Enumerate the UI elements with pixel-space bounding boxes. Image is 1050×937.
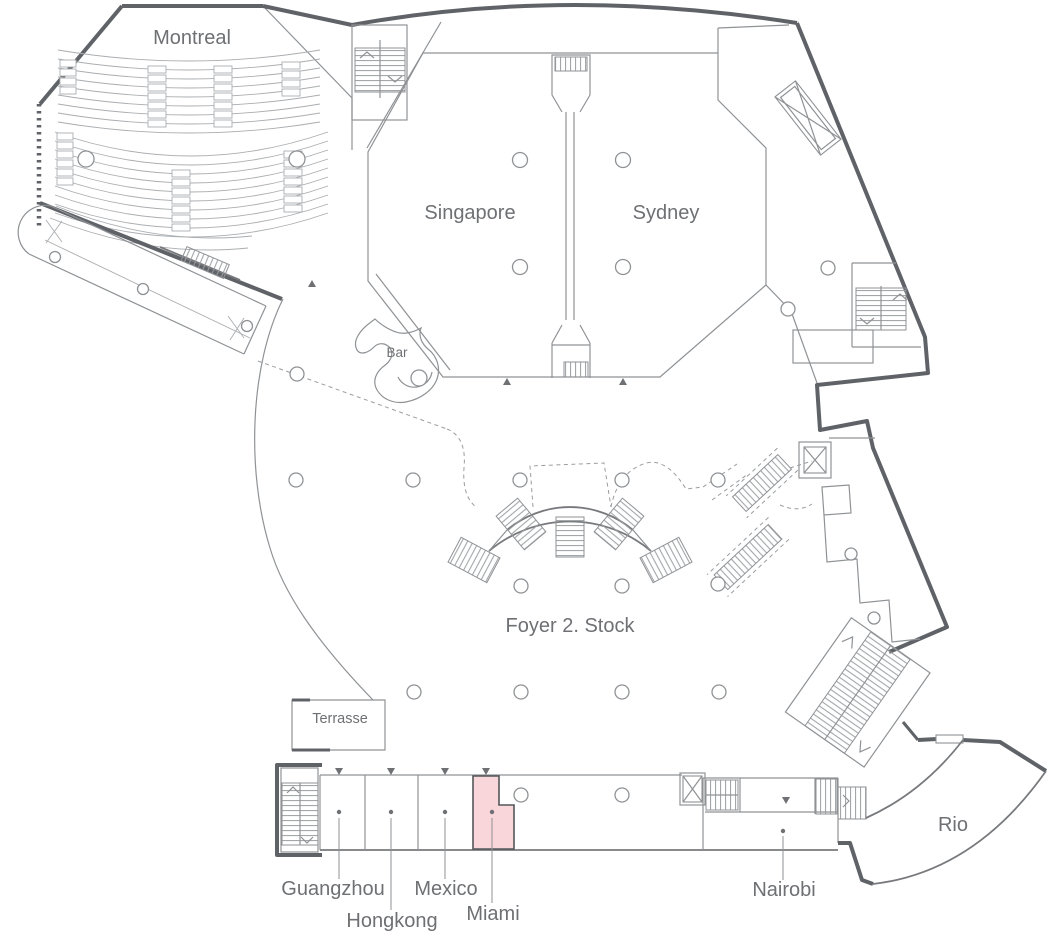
column bbox=[48, 250, 62, 264]
stairs bbox=[447, 536, 501, 584]
escalator-northeast bbox=[774, 80, 842, 156]
column bbox=[136, 282, 150, 296]
room-nairobi[interactable]: Nairobi bbox=[752, 828, 816, 901]
montreal-nw-wall bbox=[38, 4, 124, 106]
halls-singapore-sydney: Singapore Sydney bbox=[366, 21, 818, 385]
room-sydney[interactable]: Sydney bbox=[614, 151, 700, 276]
label-singapore: Singapore bbox=[424, 202, 515, 224]
label-terrasse: Terrasse bbox=[312, 711, 368, 727]
room-terrasse[interactable]: Terrasse bbox=[291, 698, 386, 752]
label-foyer: Foyer 2. Stock bbox=[506, 615, 636, 637]
door bbox=[935, 734, 964, 744]
column bbox=[614, 258, 632, 276]
stairs bbox=[837, 786, 867, 820]
elevator-south bbox=[679, 772, 706, 806]
foyer-columns bbox=[288, 366, 727, 803]
stairs-rio bbox=[837, 786, 867, 820]
east-service-zone bbox=[792, 329, 921, 643]
column bbox=[511, 151, 529, 169]
stairs bbox=[563, 361, 589, 378]
stairs bbox=[554, 56, 588, 72]
door-marker bbox=[441, 768, 449, 775]
label-hongkong: Hongkong bbox=[346, 910, 437, 932]
stairs bbox=[815, 778, 838, 815]
foyer: Foyer 2. Stock bbox=[254, 280, 813, 803]
label-montreal: Montreal bbox=[153, 27, 231, 49]
stairs-northeast bbox=[851, 262, 921, 348]
label-bar: Bar bbox=[386, 345, 408, 360]
southwest-corridor bbox=[17, 204, 267, 355]
elevator-east bbox=[803, 446, 827, 474]
room-mexico[interactable]: Mexico bbox=[414, 809, 478, 900]
north-stairwell bbox=[351, 24, 408, 121]
leader-dot bbox=[336, 809, 342, 815]
room-hongkong[interactable]: Hongkong bbox=[346, 809, 438, 932]
room-bar: Bar bbox=[354, 318, 440, 404]
south-strip bbox=[275, 763, 867, 857]
door-marker bbox=[335, 768, 343, 775]
stairs bbox=[593, 497, 645, 551]
label-sydney: Sydney bbox=[633, 202, 700, 224]
leader-dot bbox=[780, 828, 786, 834]
grand-staircase bbox=[447, 497, 693, 584]
column bbox=[77, 150, 95, 168]
label-rio: Rio bbox=[938, 814, 968, 836]
label-nairobi: Nairobi bbox=[752, 879, 815, 901]
leader-dot bbox=[442, 809, 448, 815]
stairs bbox=[824, 644, 912, 754]
stairwell-southwest bbox=[275, 763, 322, 857]
column bbox=[780, 301, 796, 317]
label-guangzhou: Guangzhou bbox=[281, 878, 384, 900]
room-rio[interactable]: Rio bbox=[838, 734, 1048, 886]
door-marker bbox=[503, 378, 511, 385]
door-marker bbox=[387, 768, 395, 775]
column bbox=[867, 611, 881, 625]
wall bbox=[901, 721, 920, 741]
label-miami: Miami bbox=[466, 903, 519, 925]
room-callouts: Guangzhou Hongkong Mexico Miami Nairobi bbox=[281, 809, 816, 932]
montreal-lower-seating bbox=[54, 131, 329, 238]
room-guangzhou[interactable]: Guangzhou bbox=[281, 809, 385, 900]
stairs bbox=[495, 497, 547, 551]
label-mexico: Mexico bbox=[414, 878, 477, 900]
column bbox=[614, 151, 632, 169]
room-miami-callout[interactable]: Miami bbox=[466, 809, 520, 925]
leader-dot bbox=[388, 809, 394, 815]
escalator-upper bbox=[725, 447, 799, 519]
door-marker bbox=[308, 280, 316, 287]
door-marker bbox=[482, 768, 490, 775]
column bbox=[844, 547, 858, 561]
partition-track bbox=[551, 54, 591, 378]
building-shell bbox=[262, 3, 949, 654]
column bbox=[240, 319, 254, 333]
door-marker bbox=[619, 378, 627, 385]
column bbox=[288, 150, 306, 168]
stairs bbox=[555, 516, 585, 558]
column bbox=[820, 260, 836, 276]
southeast-stair-bank bbox=[784, 616, 931, 768]
room-montreal[interactable]: Montreal bbox=[36, 4, 353, 301]
column bbox=[410, 369, 428, 387]
northeast-wing bbox=[774, 80, 921, 348]
nairobi-block bbox=[702, 777, 839, 850]
door-marker bbox=[782, 797, 790, 804]
column bbox=[511, 258, 529, 276]
montreal-upper-seating bbox=[57, 49, 321, 134]
leader-dot bbox=[489, 809, 495, 815]
montreal-ramp-stairs bbox=[180, 245, 230, 280]
stairs bbox=[639, 536, 693, 584]
room-singapore[interactable]: Singapore bbox=[424, 151, 529, 276]
